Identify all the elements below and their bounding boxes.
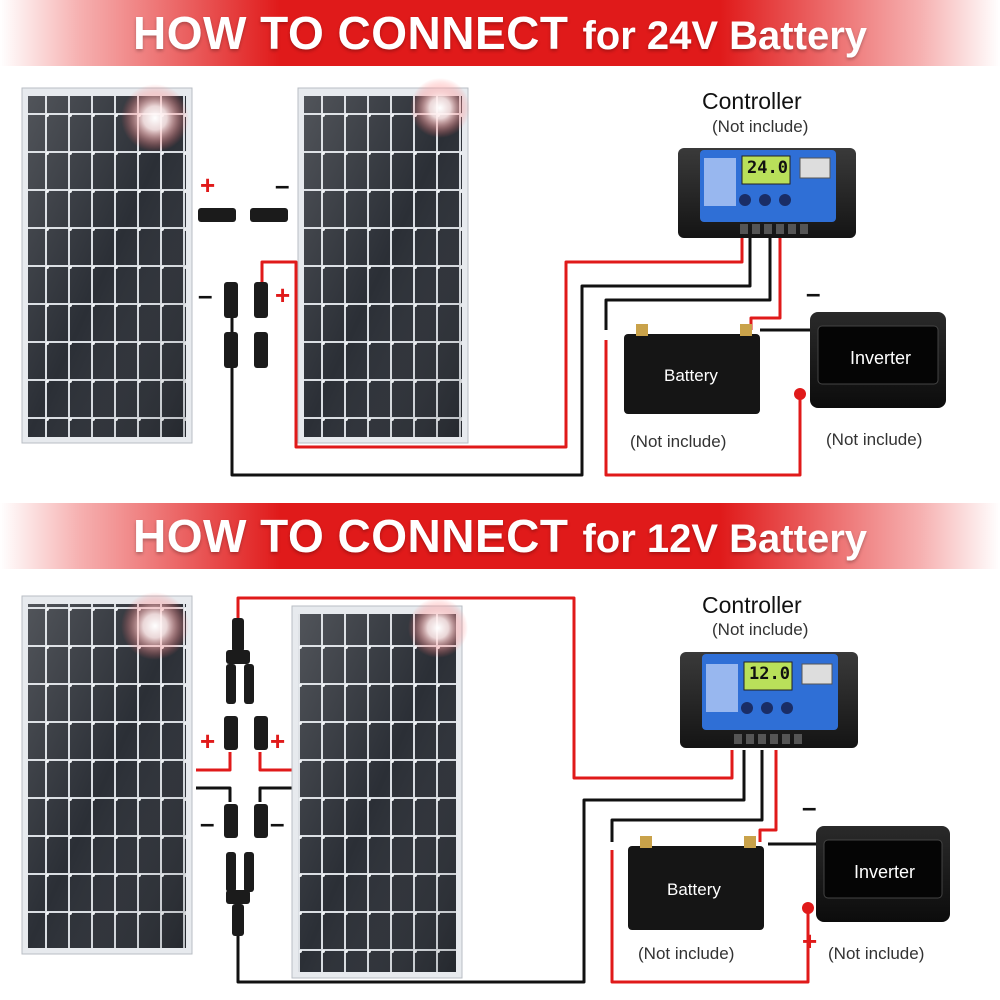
top-minus-sign-inverter: – [806,278,821,308]
top-wire-inverter-pos [604,340,802,477]
bottom-wire-red-right [258,752,296,772]
bottom-controller-display: 12.0 [749,664,790,684]
bottom-mc4-connectors [224,618,268,936]
bottom-controller-title: Controller [702,592,802,618]
top-wire-red-battery [749,237,782,330]
bottom-plus-sign-2: + [270,726,286,756]
top-wire-black-battery [604,237,772,330]
top-battery [624,324,760,414]
bottom-wire-red-parallel [236,596,734,780]
top-banner-subtitle: for 24V Battery [582,14,868,58]
bottom-battery-label: Battery [667,880,721,899]
bottom-plus-sign-inverter: + [802,926,818,956]
top-mc4-connectors [198,208,288,368]
bottom-banner: HOW TO CONNECT for 12V Battery [0,503,1000,569]
bottom-banner-subtitle: for 12V Battery [582,517,868,561]
top-battery-label: Battery [664,366,718,385]
top-inverter [794,312,946,408]
bottom-solar-panel-left [21,592,193,955]
top-banner-title: HOW TO CONNECT [132,7,569,59]
bottom-banner-title: HOW TO CONNECT [132,510,569,562]
bottom-wire-red-battery [758,750,778,842]
bottom-inverter-note: (Not include) [828,944,925,963]
bottom-plus-sign-1: + [200,726,216,756]
bottom-wire-red-left [196,752,232,772]
top-controller-title: Controller [702,88,802,114]
bottom-wire-black-parallel [236,750,746,984]
bottom-inverter [802,826,950,922]
top-inverter-label: Inverter [850,348,912,368]
top-plus-sign-1: + [200,170,216,200]
bottom-solar-panel-right [291,598,468,979]
top-battery-note: (Not include) [630,432,727,451]
top-minus-sign-2: – [198,280,213,310]
bottom-battery-note: (Not include) [638,944,735,963]
bottom-wire-black-left [196,786,232,802]
top-controller-note: (Not include) [712,117,809,136]
top-inverter-note: (Not include) [826,430,923,449]
bottom-wire-inverter-pos [610,850,810,984]
bottom-wire-black-battery [610,750,764,842]
top-controller-display: 24.0 [747,158,788,178]
top-wire-red-series [260,237,744,449]
bottom-minus-sign-inverter: – [802,792,817,822]
bottom-wire-black-right [258,786,296,802]
top-minus-sign-1: – [275,170,290,200]
bottom-minus-sign-2: – [270,808,285,838]
top-controller [678,148,856,238]
bottom-minus-sign-1: – [200,808,215,838]
bottom-battery [628,836,764,930]
bottom-inverter-label: Inverter [854,862,916,882]
top-plus-sign-2: + [275,280,291,310]
bottom-controller [680,652,858,748]
top-banner: HOW TO CONNECT for 24V Battery [0,0,1000,66]
top-wire-black-series [230,237,752,477]
bottom-controller-note: (Not include) [712,620,809,639]
top-solar-panel-left [21,84,193,444]
top-solar-panel-right [297,78,470,444]
